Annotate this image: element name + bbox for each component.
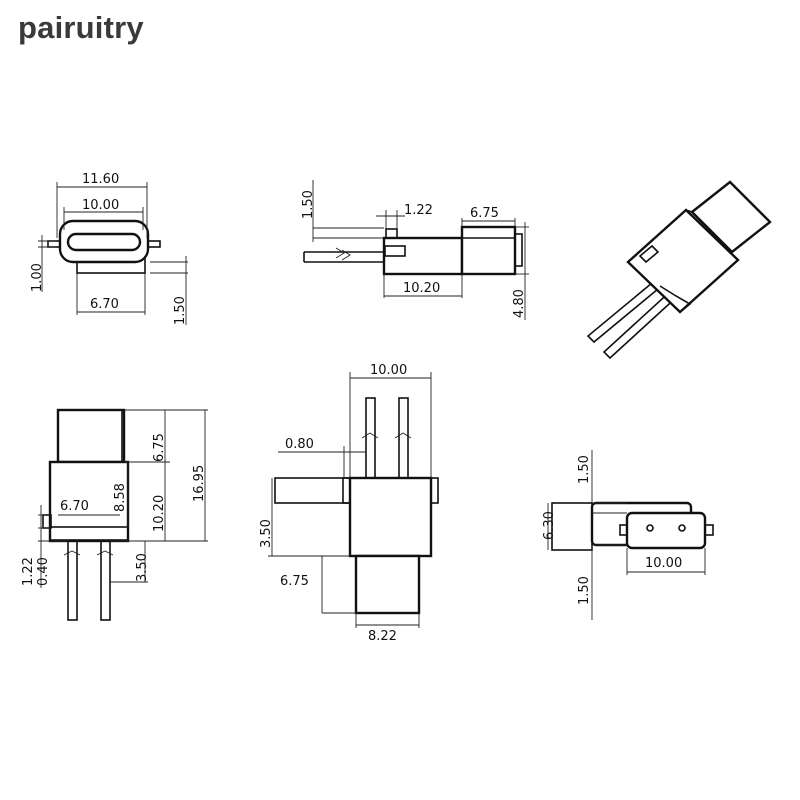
isometric-view	[586, 180, 772, 360]
dim-side-4-80: 4.80	[512, 289, 527, 318]
dim-front-10-00: 10.00	[82, 198, 119, 213]
side-top-view: 1.50 1.22 6.75 10.20 4.80	[301, 180, 529, 320]
dim-front-1-00: 1.00	[30, 263, 45, 292]
dim-left-0-40: 0.40	[36, 557, 51, 586]
dim-side-6-75: 6.75	[470, 206, 499, 221]
dim-right-1-50-top: 1.50	[577, 455, 592, 484]
side-left-view: 16.95 6.75 10.20 8.58 6.70 1.22 0.40 3.5…	[21, 408, 208, 621]
dim-side-1-50: 1.50	[301, 190, 316, 219]
dim-front-1-50: 1.50	[173, 296, 188, 325]
dim-left-16-95: 16.95	[192, 465, 207, 502]
dim-left-6-75: 6.75	[152, 433, 167, 462]
front-view: 11.60 10.00 1.00 6.70 1.50	[30, 172, 188, 325]
dim-top-6-75: 6.75	[280, 574, 309, 589]
dim-top-3-50: 3.50	[259, 519, 274, 548]
dim-side-1-22: 1.22	[404, 203, 433, 218]
dim-right-1-50-bottom: 1.50	[577, 576, 592, 605]
dim-top-8-22: 8.22	[368, 629, 397, 644]
dim-left-3-50: 3.50	[135, 553, 150, 582]
right-view: 1.50 6.30 1.50 10.00	[542, 450, 714, 620]
dim-front-6-70: 6.70	[90, 297, 119, 312]
dim-left-8-58: 8.58	[113, 483, 128, 512]
dim-front-11-60: 11.60	[82, 172, 119, 187]
dim-left-1-22: 1.22	[21, 557, 36, 586]
dim-top-0-80: 0.80	[285, 437, 314, 452]
top-center-view: 10.00 0.80 3.50 6.75 8.22	[259, 363, 439, 644]
dim-right-10-00: 10.00	[645, 556, 682, 571]
dim-right-6-30: 6.30	[542, 511, 557, 540]
dim-left-10-20: 10.20	[152, 495, 167, 532]
dim-side-10-20: 10.20	[403, 281, 440, 296]
dim-top-10-00: 10.00	[370, 363, 407, 378]
dim-left-6-70: 6.70	[60, 499, 89, 514]
brand-logo: pairuitry	[18, 10, 144, 45]
